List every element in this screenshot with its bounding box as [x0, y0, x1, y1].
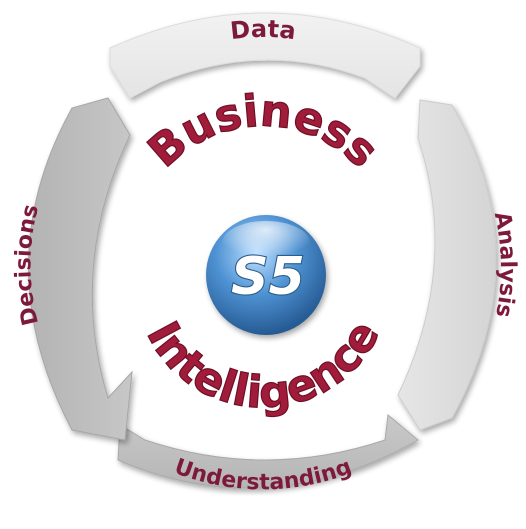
segment-label-data: Data	[229, 15, 297, 45]
segment-data	[109, 12, 421, 99]
s5-logo: S5	[206, 215, 326, 335]
segment-understanding	[117, 414, 419, 489]
business-word: Business	[139, 85, 388, 177]
s5-logo-text: S5	[231, 247, 305, 307]
segment-decisions	[28, 97, 133, 441]
segment-analysis	[397, 99, 497, 431]
